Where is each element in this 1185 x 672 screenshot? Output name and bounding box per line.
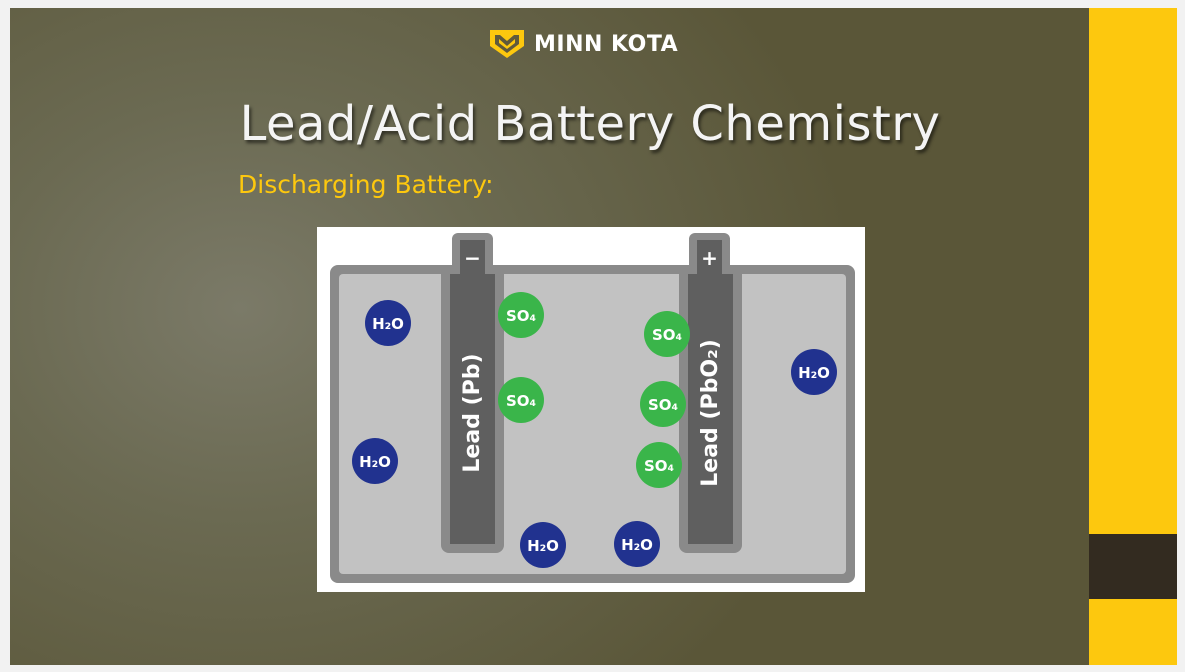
battery-diagram: − Lead (Pb) + Lead (PbO₂) H₂O H₂O [317, 227, 865, 592]
minn-kota-emblem-icon [490, 30, 524, 58]
svg-text:SO₄: SO₄ [652, 326, 682, 344]
negative-terminal-sign: − [464, 246, 481, 270]
sidebar-accent-bottom [1089, 599, 1177, 665]
water-molecule: H₂O [614, 521, 660, 567]
brand-logo: MINN KOTA [488, 26, 678, 62]
svg-text:H₂O: H₂O [621, 536, 653, 554]
svg-text:H₂O: H₂O [372, 315, 404, 333]
water-molecule: H₂O [791, 349, 837, 395]
svg-text:SO₄: SO₄ [648, 396, 678, 414]
svg-text:SO₄: SO₄ [644, 457, 674, 475]
svg-text:SO₄: SO₄ [506, 307, 536, 325]
negative-plate: − Lead (Pb) [441, 233, 504, 553]
brand-name: MINN KOTA [534, 31, 679, 57]
svg-text:H₂O: H₂O [527, 537, 559, 555]
battery-electrolyte [339, 274, 846, 574]
slide-subtitle: Discharging Battery: [238, 170, 494, 199]
water-molecule: H₂O [365, 300, 411, 346]
svg-text:H₂O: H₂O [798, 364, 830, 382]
sulfate-ion: SO₄ [498, 292, 544, 338]
sulfate-ion: SO₄ [636, 442, 682, 488]
sulfate-ion: SO₄ [498, 377, 544, 423]
slide-title: Lead/Acid Battery Chemistry [239, 96, 941, 152]
sulfate-ion: SO₄ [640, 381, 686, 427]
water-molecule: H₂O [352, 438, 398, 484]
sidebar-accent-dark [1089, 534, 1177, 599]
water-molecule: H₂O [520, 522, 566, 568]
positive-plate-label: Lead (PbO₂) [698, 339, 723, 487]
battery-diagram-svg: − Lead (Pb) + Lead (PbO₂) H₂O H₂O [330, 233, 855, 583]
positive-terminal-sign: + [701, 246, 718, 270]
negative-plate-label: Lead (Pb) [460, 353, 485, 472]
svg-text:SO₄: SO₄ [506, 392, 536, 410]
positive-plate: + Lead (PbO₂) [679, 233, 742, 553]
sidebar-accent-top [1089, 8, 1177, 534]
slide: MINN KOTA Lead/Acid Battery Chemistry Di… [10, 8, 1177, 665]
sulfate-ion: SO₄ [644, 311, 690, 357]
svg-text:H₂O: H₂O [359, 453, 391, 471]
